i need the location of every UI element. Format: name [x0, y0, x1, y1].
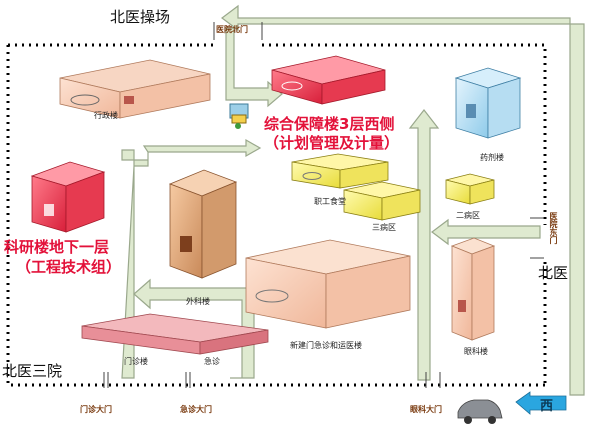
route-arrow-north-gate: [225, 27, 283, 108]
label-outpatient-gate: 门诊大门: [80, 405, 112, 414]
label-new-building: 新建门急诊和运医楼: [290, 341, 362, 350]
west-label: 西: [540, 399, 554, 414]
car-icon: [457, 399, 503, 424]
destination-research-line1: 科研楼地下一层: [4, 238, 110, 256]
label-admin: 行政楼: [94, 111, 118, 120]
label-north-gate: 医院北门: [216, 25, 248, 34]
surgery-building: [168, 169, 238, 279]
ward3-building: [343, 181, 421, 221]
logistics-building: [271, 55, 386, 105]
canteen-building: [291, 153, 389, 189]
outpatient-building: [81, 313, 269, 355]
new-building: [245, 239, 411, 329]
label-emergency-gate: 急诊大门: [180, 405, 212, 414]
label-outpatient: 门诊楼: [124, 357, 148, 366]
destination-logistics-line1: 综合保障楼3层西侧: [264, 115, 395, 133]
destination-research-line2: （工程技术组）: [16, 258, 122, 276]
pharmacy-building: [454, 67, 522, 139]
label-eye: 眼科楼: [464, 347, 488, 356]
label-east-gate: 医院东门: [549, 212, 558, 244]
area-label-hospital: 北医三院: [2, 362, 63, 380]
route-arrow-east-gate: [431, 218, 541, 246]
label-emergency: 急诊: [204, 357, 220, 366]
gate-markers: [103, 22, 544, 388]
ward2-building: [445, 173, 495, 205]
admin-building: [59, 59, 211, 119]
route-arrows: [121, 4, 585, 396]
west-arrow: [515, 391, 567, 415]
label-surgery: 外科楼: [186, 297, 210, 306]
label-pharmacy: 药剂楼: [480, 153, 504, 162]
label-canteen: 职工食堂: [314, 197, 346, 206]
route-arrow-outpatient-head: [121, 149, 135, 161]
area-label-playground: 北医操场: [110, 8, 171, 26]
label-eye-gate: 眼科大门: [410, 405, 442, 414]
label-ward2: 二病区: [456, 211, 480, 220]
campus-boundary: [6, 43, 547, 387]
route-arrow-east-north: [221, 4, 585, 396]
eye-building: [450, 237, 496, 341]
route-arrow-eye-gate: [408, 109, 440, 381]
area-label-north: 北医: [538, 264, 569, 282]
label-ward3: 三病区: [372, 223, 396, 232]
logistics-icon: [229, 103, 249, 129]
destination-logistics-line2: （计划管理及计量）: [264, 134, 400, 152]
route-arrow-outpatient: [121, 138, 262, 379]
research-building: [30, 161, 106, 233]
